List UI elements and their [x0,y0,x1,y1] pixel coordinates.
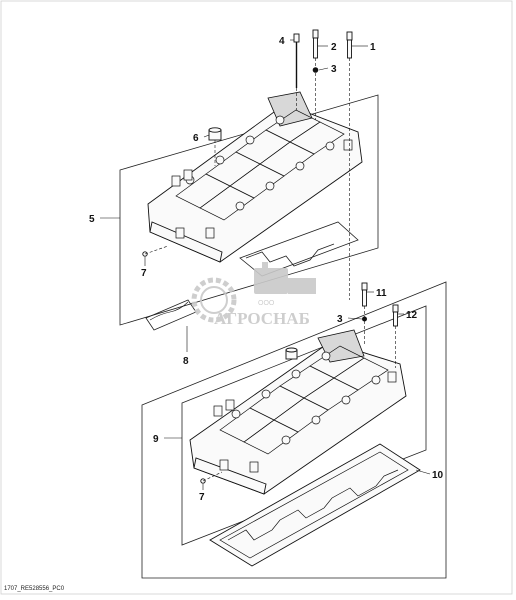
lower-rocker-housing [189,329,407,495]
callout-leaders [100,39,431,490]
callout-1: 1 [370,42,376,53]
callout-2: 2 [331,42,337,53]
screw-7-upper [142,245,169,257]
watermark-prefix: ООО [258,300,275,307]
watermark-logo: ООО АГРОСНАБ [191,262,316,328]
bolt-4 [293,33,300,110]
plug-6 [208,127,222,166]
gasket-10 [209,443,421,567]
upper-rocker-housing [147,91,363,263]
plug-lower [285,347,298,360]
washer-3-lower [362,316,367,322]
gear-icon [191,277,237,323]
callout-4: 4 [279,36,285,47]
callout-3-top: 3 [331,64,337,75]
screw-7-lower [200,471,223,484]
callout-12: 12 [406,310,418,321]
callout-10: 10 [432,470,444,481]
upper-assembly-group [119,91,379,331]
lower-assembly-group [141,281,447,579]
bolt-1 [346,31,353,300]
callout-3-lower: 3 [337,314,343,325]
bolt-2 [312,29,319,66]
tractor-icon [254,262,316,294]
reference-code: 1707_RE528556_PC0 [4,586,65,592]
washer-3-top [312,67,319,73]
callout-8: 8 [183,356,189,367]
callout-7-lower: 7 [199,492,205,503]
callout-11: 11 [376,288,387,299]
callout-5: 5 [89,214,95,225]
fasteners-top [142,29,353,300]
callout-labels: 1 2 3 4 5 6 7 8 9 10 11 3 12 7 [89,36,444,503]
callout-9: 9 [153,434,159,445]
lower-assembly-frame [141,281,447,579]
watermark-text: АГРОСНАБ [214,309,310,328]
callout-7-upper: 7 [141,268,147,279]
callout-6: 6 [193,133,199,144]
bolt-11 [361,282,368,346]
bolt-12 [392,304,399,368]
